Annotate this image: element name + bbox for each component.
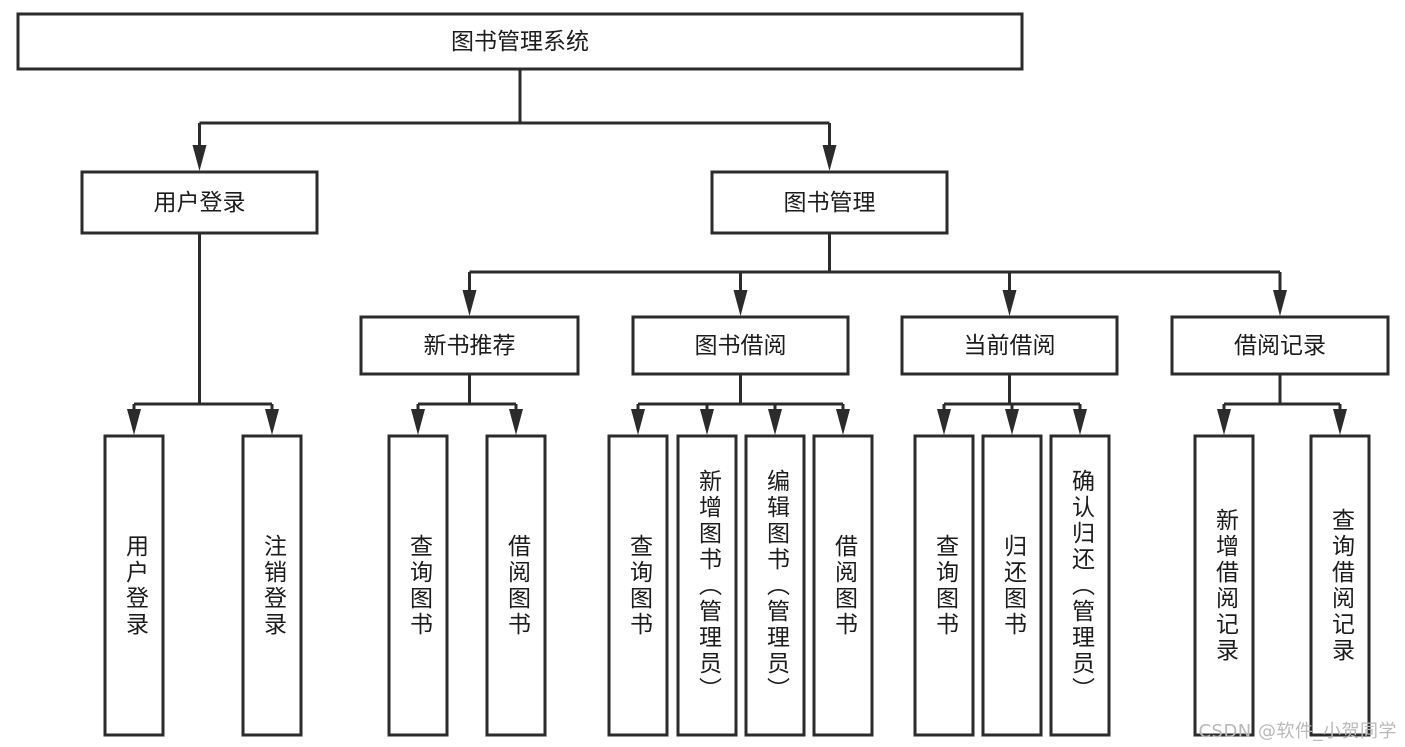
node-box-root[interactable] xyxy=(16,12,1024,71)
node-label-l3_1: 图书借阅 xyxy=(695,333,787,359)
node-box-l3_2[interactable] xyxy=(900,315,1119,376)
arrow-head-icon xyxy=(1333,409,1347,435)
node-label-root: 图书管理系统 xyxy=(451,29,589,55)
edges-layer xyxy=(127,69,1347,435)
arrow-head-icon xyxy=(265,409,279,435)
node-label-l2_1: 图书管理 xyxy=(784,190,876,216)
node-box-l3_0[interactable] xyxy=(359,315,580,376)
node-box-leaf_7[interactable] xyxy=(812,434,874,737)
node-box-leaf_6[interactable] xyxy=(744,434,806,737)
arrow-head-icon xyxy=(1073,409,1087,435)
node-box-leaf_9[interactable] xyxy=(981,434,1043,737)
node-label-l3_3: 借阅记录 xyxy=(1234,333,1326,359)
nodes-layer xyxy=(16,12,1390,737)
arrow-head-icon xyxy=(822,145,837,171)
node-box-leaf_10[interactable] xyxy=(1049,434,1111,737)
arrow-head-icon xyxy=(631,409,645,435)
node-box-leaf_4[interactable] xyxy=(607,434,669,737)
node-box-leaf_0[interactable] xyxy=(103,434,165,737)
arrow-head-icon xyxy=(509,409,523,435)
arrow-head-icon xyxy=(411,409,425,435)
arrow-head-icon xyxy=(127,409,141,435)
node-box-l3_1[interactable] xyxy=(631,315,850,376)
arrow-head-icon xyxy=(192,145,207,171)
node-box-l2_0[interactable] xyxy=(80,170,319,235)
node-box-leaf_1[interactable] xyxy=(241,434,303,737)
arrow-head-icon xyxy=(1273,290,1287,316)
node-box-leaf_12[interactable] xyxy=(1309,434,1371,737)
node-box-leaf_8[interactable] xyxy=(913,434,975,737)
node-label-l3_2: 当前借阅 xyxy=(964,333,1056,359)
node-box-l3_3[interactable] xyxy=(1170,315,1390,376)
arrow-head-icon xyxy=(1005,409,1019,435)
arrow-head-icon xyxy=(768,409,782,435)
node-box-l2_1[interactable] xyxy=(710,170,949,235)
arrow-head-icon xyxy=(937,409,951,435)
arrow-head-icon xyxy=(1002,290,1017,316)
arrow-head-icon xyxy=(462,290,477,316)
node-box-leaf_5[interactable] xyxy=(676,434,738,737)
node-box-leaf_11[interactable] xyxy=(1193,434,1255,737)
node-box-leaf_3[interactable] xyxy=(485,434,547,737)
node-label-l2_0: 用户登录 xyxy=(154,190,246,216)
node-box-leaf_2[interactable] xyxy=(387,434,449,737)
arrow-head-icon xyxy=(836,409,850,435)
arrow-head-icon xyxy=(733,290,748,316)
arrow-head-icon xyxy=(700,409,714,435)
arrow-head-icon xyxy=(1217,409,1231,435)
node-label-l3_0: 新书推荐 xyxy=(424,333,516,359)
